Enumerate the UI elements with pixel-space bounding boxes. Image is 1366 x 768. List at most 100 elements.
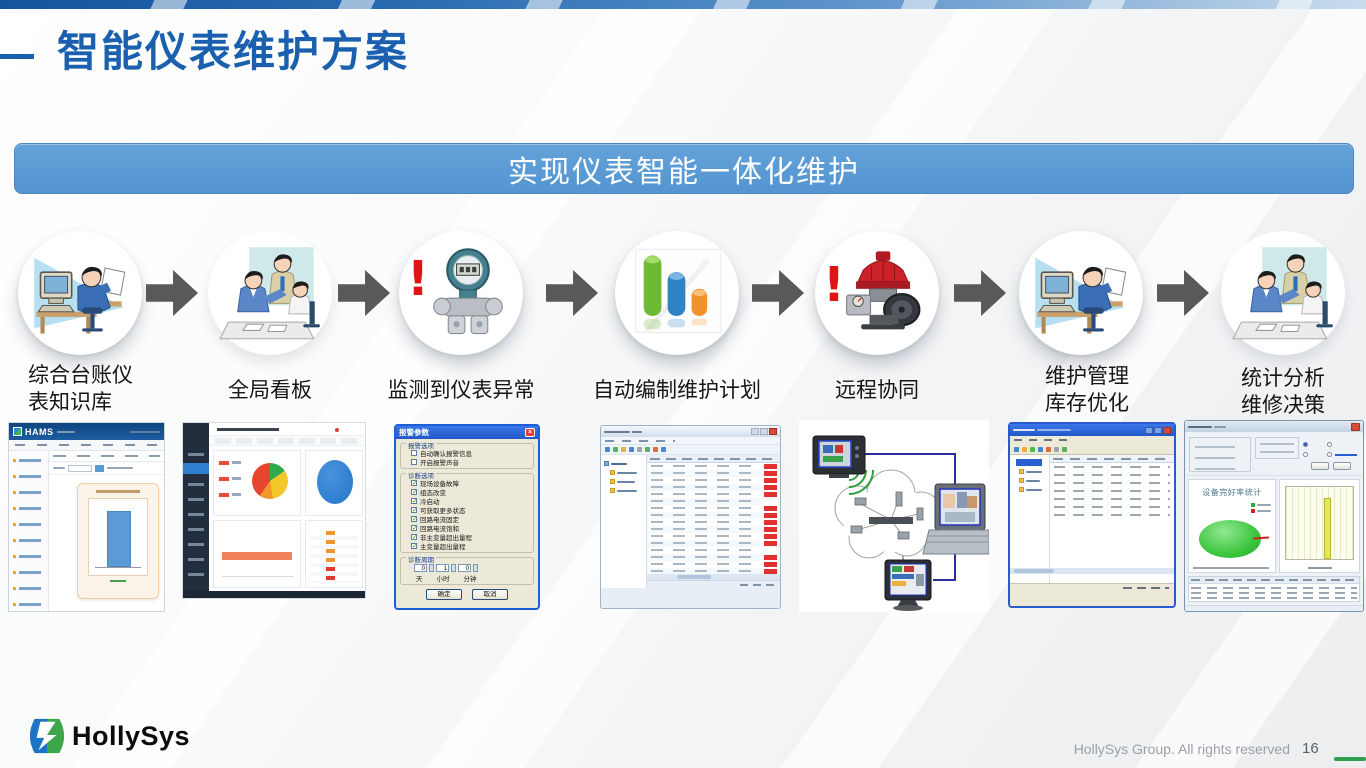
dialog-title: 报警参数 — [399, 428, 429, 437]
top-accent-bar — [0, 0, 1366, 9]
cycle-days-input[interactable]: 0 — [414, 563, 427, 572]
folder-icon — [610, 470, 615, 475]
toolbar-icon[interactable] — [661, 447, 666, 452]
screenshot-network-diagram — [799, 420, 990, 612]
hams-chart-card — [77, 483, 159, 599]
minimize-icon[interactable] — [751, 428, 759, 435]
minimize-icon[interactable] — [1145, 426, 1153, 434]
tree-node[interactable] — [1010, 485, 1049, 494]
tree-node[interactable] — [601, 477, 646, 486]
radio-unselected[interactable] — [1327, 442, 1332, 447]
checkbox-unchecked[interactable] — [411, 458, 417, 465]
toolbar-icon[interactable] — [1038, 446, 1043, 452]
banner: 实现仪表智能一体化维护 — [14, 143, 1354, 194]
cycle-minutes-input[interactable]: 0 — [458, 563, 471, 572]
toolbar-icon[interactable] — [1030, 446, 1035, 452]
close-icon[interactable] — [1163, 426, 1171, 434]
dashboard-sidebar-active-item[interactable] — [183, 463, 209, 474]
diagnostic-cycle-group: 诊断周期 0 1 0 天 小时 分钟 — [400, 554, 534, 585]
dashboard-footer-bar — [183, 591, 365, 598]
radio-group — [1303, 440, 1359, 458]
toolbar-icon[interactable] — [1062, 446, 1067, 452]
checkbox-checked[interactable] — [411, 533, 418, 541]
flow-arrow-icon — [954, 270, 1006, 316]
tree-node[interactable] — [1010, 467, 1049, 476]
tree-node[interactable] — [601, 486, 646, 495]
dashboard-red-badges — [326, 567, 335, 585]
green-pie-chart — [1199, 520, 1261, 565]
link-text[interactable] — [1335, 454, 1357, 456]
touchscreen-monitor — [884, 559, 932, 611]
checkbox-checked[interactable] — [411, 542, 418, 550]
valve-clipart — [845, 250, 921, 331]
hams-search-input[interactable] — [68, 464, 92, 472]
checkbox-checked[interactable] — [411, 515, 418, 523]
tree-node[interactable] — [601, 459, 646, 468]
tree-node[interactable] — [1010, 476, 1049, 485]
checkbox-row: 可获取更多状态 — [411, 505, 530, 515]
hams-bar-chart — [88, 498, 148, 576]
radio-unselected[interactable] — [1303, 452, 1308, 457]
checkbox-checked[interactable] — [411, 524, 418, 532]
dashboard-table-panel — [305, 520, 363, 588]
folder-icon — [604, 461, 609, 466]
export-button[interactable] — [1333, 462, 1351, 470]
radio-selected[interactable] — [1303, 442, 1308, 447]
hams-sidebar — [9, 451, 49, 611]
checkbox-row: 组态改变 — [411, 487, 530, 497]
close-icon[interactable] — [1351, 422, 1360, 431]
checkbox-unchecked[interactable] — [411, 449, 417, 456]
pie-red-slice — [1252, 536, 1270, 540]
window-menubar — [1010, 436, 1174, 444]
toolbar-icon[interactable] — [621, 447, 626, 452]
folder-icon — [610, 479, 615, 484]
toolbar-icon[interactable] — [1022, 446, 1027, 452]
checkbox-checked[interactable] — [411, 506, 418, 514]
toolbar-icon[interactable] — [653, 447, 658, 452]
bar-chart-grid — [1285, 486, 1354, 560]
folder-icon — [1019, 478, 1024, 483]
checkbox-checked[interactable] — [411, 479, 418, 487]
checkbox-checked[interactable] — [411, 497, 418, 505]
radio-unselected[interactable] — [1327, 452, 1332, 457]
toolbar-icon[interactable] — [613, 447, 618, 452]
toolbar-icon[interactable] — [637, 447, 642, 452]
maximize-icon[interactable] — [760, 428, 768, 435]
dashboard-header — [209, 423, 365, 436]
hams-search-button[interactable] — [95, 464, 104, 472]
tree-node-selected[interactable] — [1010, 458, 1049, 467]
dashboard-sidebar — [183, 423, 209, 591]
checkbox-checked[interactable] — [411, 488, 418, 496]
spinner-icon[interactable] — [473, 563, 478, 572]
toolbar-icon[interactable] — [605, 447, 610, 452]
cycle-hours-input[interactable]: 1 — [436, 563, 449, 572]
spinner-icon[interactable] — [451, 563, 456, 572]
horizontal-scrollbar[interactable] — [1010, 568, 1174, 574]
close-icon[interactable] — [769, 428, 777, 435]
maximize-icon[interactable] — [1154, 426, 1162, 434]
horizontal-scrollbar[interactable] — [647, 574, 780, 580]
toolbar-icon[interactable] — [1046, 446, 1051, 452]
cancel-button[interactable]: 取消 — [472, 589, 508, 600]
toolbar-icon[interactable] — [629, 447, 634, 452]
hollysys-logo: HollySys — [28, 717, 190, 755]
ok-button[interactable]: 确定 — [426, 589, 462, 600]
toolbar-icon[interactable] — [1054, 446, 1059, 452]
spinner-icon[interactable] — [429, 563, 434, 572]
stats-filter-panel — [1185, 432, 1363, 476]
query-button[interactable] — [1311, 462, 1329, 470]
tree-node[interactable] — [601, 468, 646, 477]
dashboard-donut-panel — [305, 450, 363, 516]
maintenance-tree-panel — [1010, 455, 1050, 583]
toolbar-icon[interactable] — [1014, 446, 1019, 452]
legend-red-swatch — [1251, 509, 1255, 513]
dashboard-bar-panel — [213, 520, 301, 588]
window-titlebar — [1185, 421, 1363, 432]
dashboard-horizontal-bar — [222, 552, 292, 560]
toolbar-icon[interactable] — [645, 447, 650, 452]
folder-icon — [610, 488, 615, 493]
flow-arrow-icon — [752, 270, 804, 316]
screenshot-maintenance-window — [1008, 422, 1176, 608]
close-icon[interactable]: × — [525, 428, 535, 437]
